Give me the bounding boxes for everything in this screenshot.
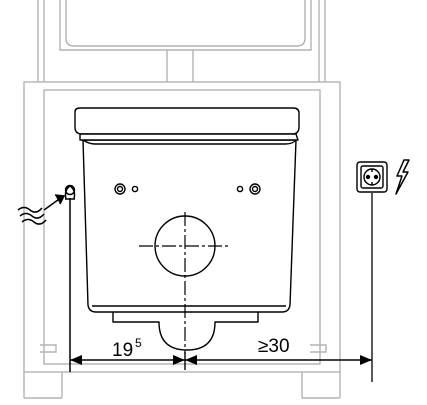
drain-centerline <box>139 212 231 354</box>
dimension-arrows <box>70 355 372 365</box>
dimension-line <box>70 352 372 370</box>
installation-frame <box>23 0 341 399</box>
toilet-front-view <box>74 107 300 351</box>
water-supply-connection <box>64 184 76 372</box>
power-socket-icon <box>356 161 388 193</box>
dimension-left-superscript: 5 <box>135 336 142 350</box>
toilet-seat <box>74 107 300 135</box>
dimension-right-value: ≥30 <box>258 336 290 357</box>
dimension-left-value: 19 <box>112 340 133 361</box>
toilet-lid <box>79 133 299 141</box>
lightning-bolt-icon <box>395 159 410 195</box>
water-supply-icon <box>17 194 66 225</box>
